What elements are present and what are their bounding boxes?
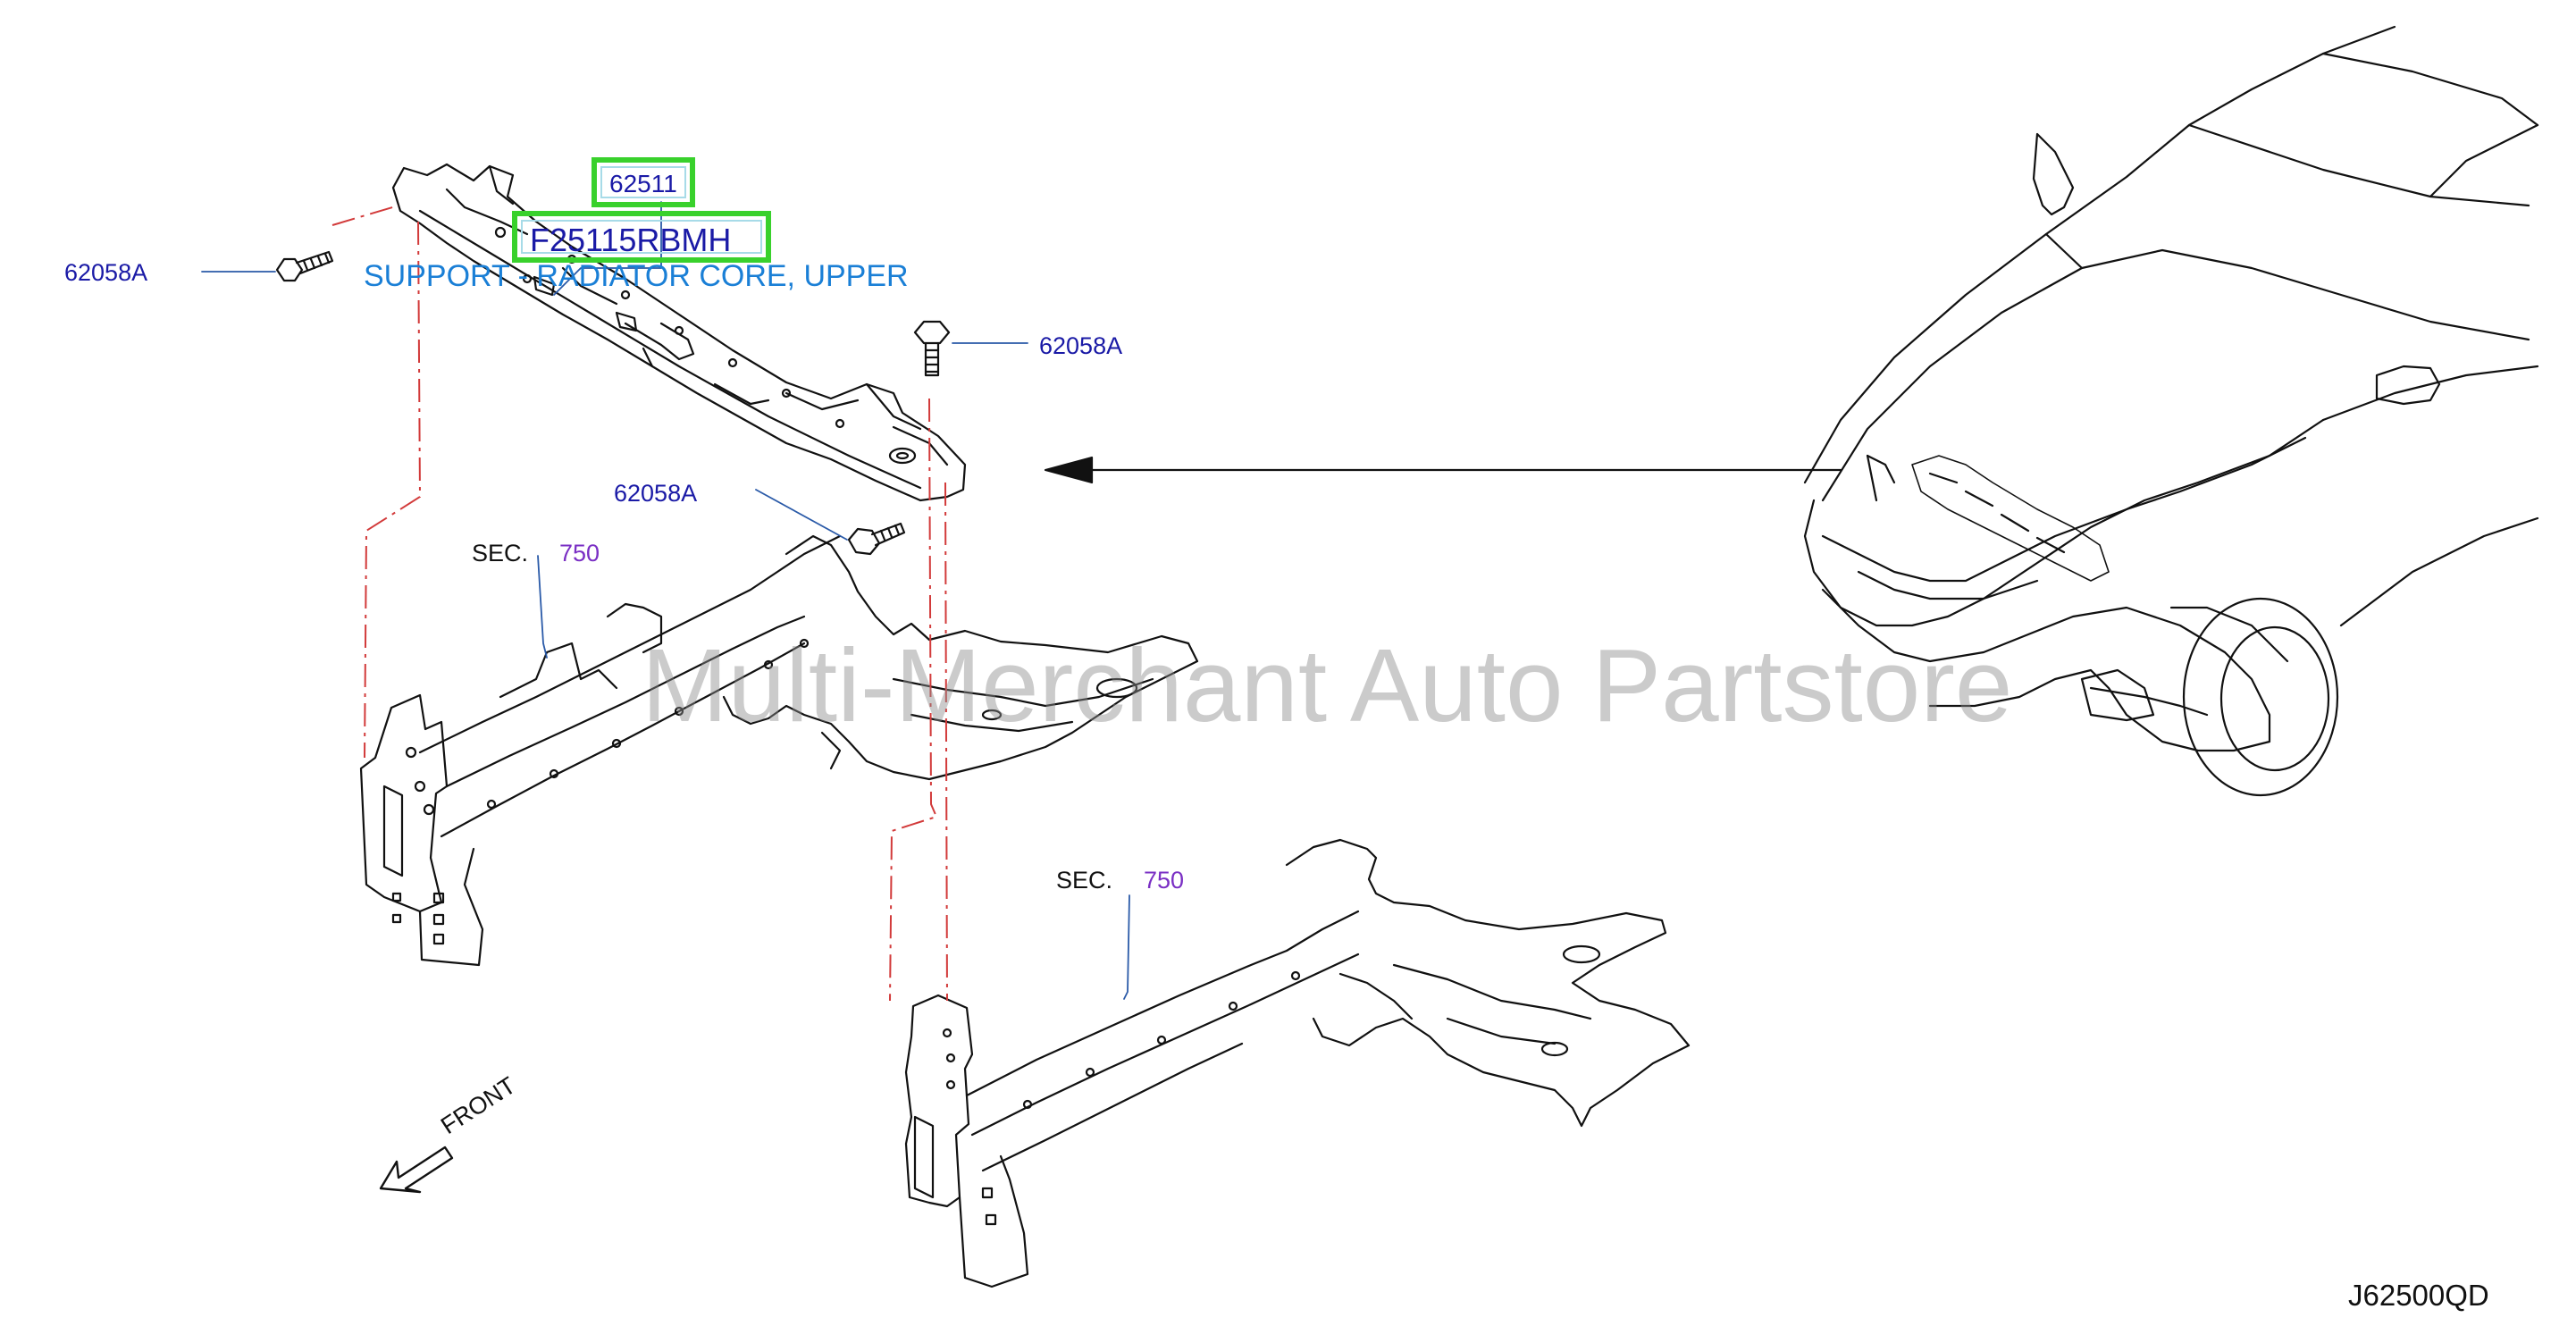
bolt-label-left[interactable]: 62058A: [64, 259, 148, 286]
bolt-right: [913, 320, 951, 377]
watermark-text: Multi-Merchant Auto Partstore: [642, 627, 2013, 743]
section-ref-lower-number[interactable]: 750: [1144, 867, 1185, 894]
oem-number-highlight-box[interactable]: F25115RBMH: [512, 211, 771, 263]
bolt-left: [275, 250, 334, 282]
part-description: SUPPORT - RADIATOR CORE, UPPER: [364, 259, 909, 293]
vehicle-outline: [1803, 25, 2539, 797]
radiator-core-support-upper: [391, 163, 967, 502]
drawing-code: J62500QD: [2348, 1279, 2489, 1312]
phantom-lines: [331, 205, 948, 1002]
section-ref-upper-number[interactable]: 750: [559, 540, 600, 566]
part-number-highlight-box[interactable]: 62511: [592, 157, 695, 207]
leader-lines: [201, 201, 1130, 1000]
bolt-label-right[interactable]: 62058A: [1039, 332, 1123, 359]
front-arrow-icon: [379, 1146, 454, 1194]
part-number-highlight-inner: [600, 166, 686, 198]
bolt-lower: [847, 522, 906, 556]
oem-number-highlight-inner: [521, 220, 762, 254]
section-ref-lower-word: SEC.: [1056, 867, 1113, 894]
side-member-upper: [359, 534, 1199, 967]
section-ref-upper-word: SEC.: [472, 540, 529, 566]
bolt-label-lower[interactable]: 62058A: [614, 480, 698, 507]
callout-arrowhead: [1044, 456, 1094, 484]
part-number-62511: 62511: [609, 170, 677, 197]
side-member-lower: [904, 838, 1691, 1288]
oem-number-f25115rbmh: F25115RBMH: [530, 222, 732, 258]
